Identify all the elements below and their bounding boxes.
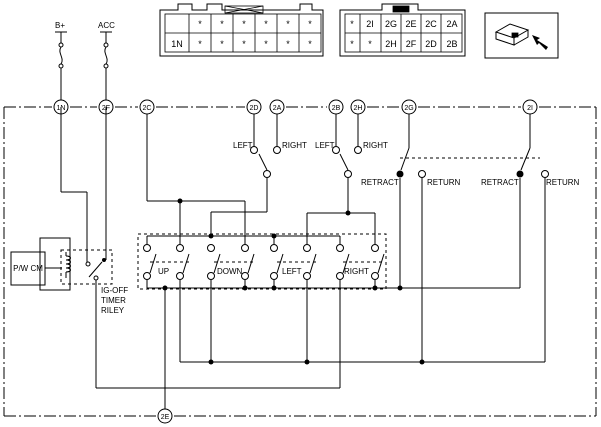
c1-r2-1: * — [198, 39, 202, 49]
svg-text:2E: 2E — [161, 414, 170, 421]
c2-r1-0: * — [350, 19, 354, 29]
terminal-2a: 2A — [269, 99, 285, 115]
timer-label-1: IG-OFF — [101, 286, 128, 295]
selector2-right-label: RIGHT — [363, 141, 388, 150]
main-switch-wiring: LEFT RIGHT LEFT RIGHT — [96, 114, 545, 409]
c1-r1-2: * — [220, 19, 224, 29]
terminal-2e: 2E — [157, 408, 173, 424]
terminal-2b: 2B — [328, 99, 344, 115]
terminal-2h: 2H — [350, 99, 366, 115]
ig-off-timer-relay: IG-OFF TIMER RILEY — [60, 107, 128, 388]
c2-r2-2: 2H — [385, 39, 397, 49]
unit-frame — [3, 106, 597, 417]
connector-1: * * * * * * 1N * * * * * * — [159, 3, 324, 57]
c2-r2-1: * — [368, 39, 372, 49]
pw-control-module: P/W CM — [10, 237, 71, 291]
svg-text:2I: 2I — [527, 105, 533, 112]
switch-left-label: LEFT — [282, 267, 302, 276]
c2-r1-2: 2G — [385, 19, 397, 29]
connector-2: * 2I 2G 2E 2C 2A * * 2H 2F 2D 2B — [339, 3, 466, 57]
svg-text:2B: 2B — [332, 105, 341, 112]
c1-r2-2: * — [220, 39, 224, 49]
pwcm-label: P/W CM — [13, 264, 43, 273]
bplus-label: B+ — [55, 21, 65, 30]
svg-text:2H: 2H — [354, 105, 363, 112]
svg-text:2G: 2G — [404, 105, 413, 112]
terminal-2c: 2C — [139, 99, 155, 115]
switch-right-label: RIGHT — [344, 267, 369, 276]
harness-connector-icon — [484, 12, 559, 59]
return-label-1: RETURN — [427, 178, 461, 187]
supply-acc: ACC — [98, 21, 115, 100]
c2-r1-4: 2C — [425, 19, 437, 29]
retract-label-2: RETRACT — [481, 178, 519, 187]
c2-r2-3: 2F — [406, 39, 417, 49]
supply-bplus: B+ — [55, 21, 67, 100]
c1-r2-4: * — [264, 39, 268, 49]
c2-r2-0: * — [350, 39, 354, 49]
acc-label: ACC — [98, 21, 115, 30]
retract-label-1: RETRACT — [361, 178, 399, 187]
c2-r2-4: 2D — [425, 39, 437, 49]
c1-r2-5: * — [286, 39, 290, 49]
selector2-left-label: LEFT — [315, 141, 335, 150]
selector-right-label: RIGHT — [282, 141, 307, 150]
c1-r2-0: 1N — [171, 39, 183, 49]
selector-left-label: LEFT — [233, 141, 253, 150]
c2-r1-1: 2I — [366, 19, 374, 29]
switch-up-label: UP — [158, 267, 169, 276]
c2-r2-5: 2B — [446, 39, 457, 49]
terminal-2i: 2I — [522, 99, 538, 115]
svg-text:2C: 2C — [143, 105, 152, 112]
terminal-2g: 2G — [401, 99, 417, 115]
return-label-2: RETURN — [546, 178, 580, 187]
c1-r1-6: * — [308, 19, 312, 29]
svg-text:2D: 2D — [250, 105, 259, 112]
retract-switch-group: RETRACT RETURN RETRACT RETURN — [361, 114, 580, 362]
svg-text:2A: 2A — [273, 105, 282, 112]
switch-down-label: DOWN — [217, 267, 243, 276]
c1-r1-4: * — [264, 19, 268, 29]
c1-r2-3: * — [242, 39, 246, 49]
c1-r2-6: * — [308, 39, 312, 49]
c1-r1-5: * — [286, 19, 290, 29]
c1-r1-1: * — [198, 19, 202, 29]
timer-label-2: TIMER — [101, 296, 126, 305]
timer-label-3: RILEY — [101, 306, 125, 315]
c2-r1-3: 2E — [405, 19, 416, 29]
terminal-2d: 2D — [246, 99, 262, 115]
c2-r1-5: 2A — [446, 19, 457, 29]
c1-r1-3: * — [242, 19, 246, 29]
